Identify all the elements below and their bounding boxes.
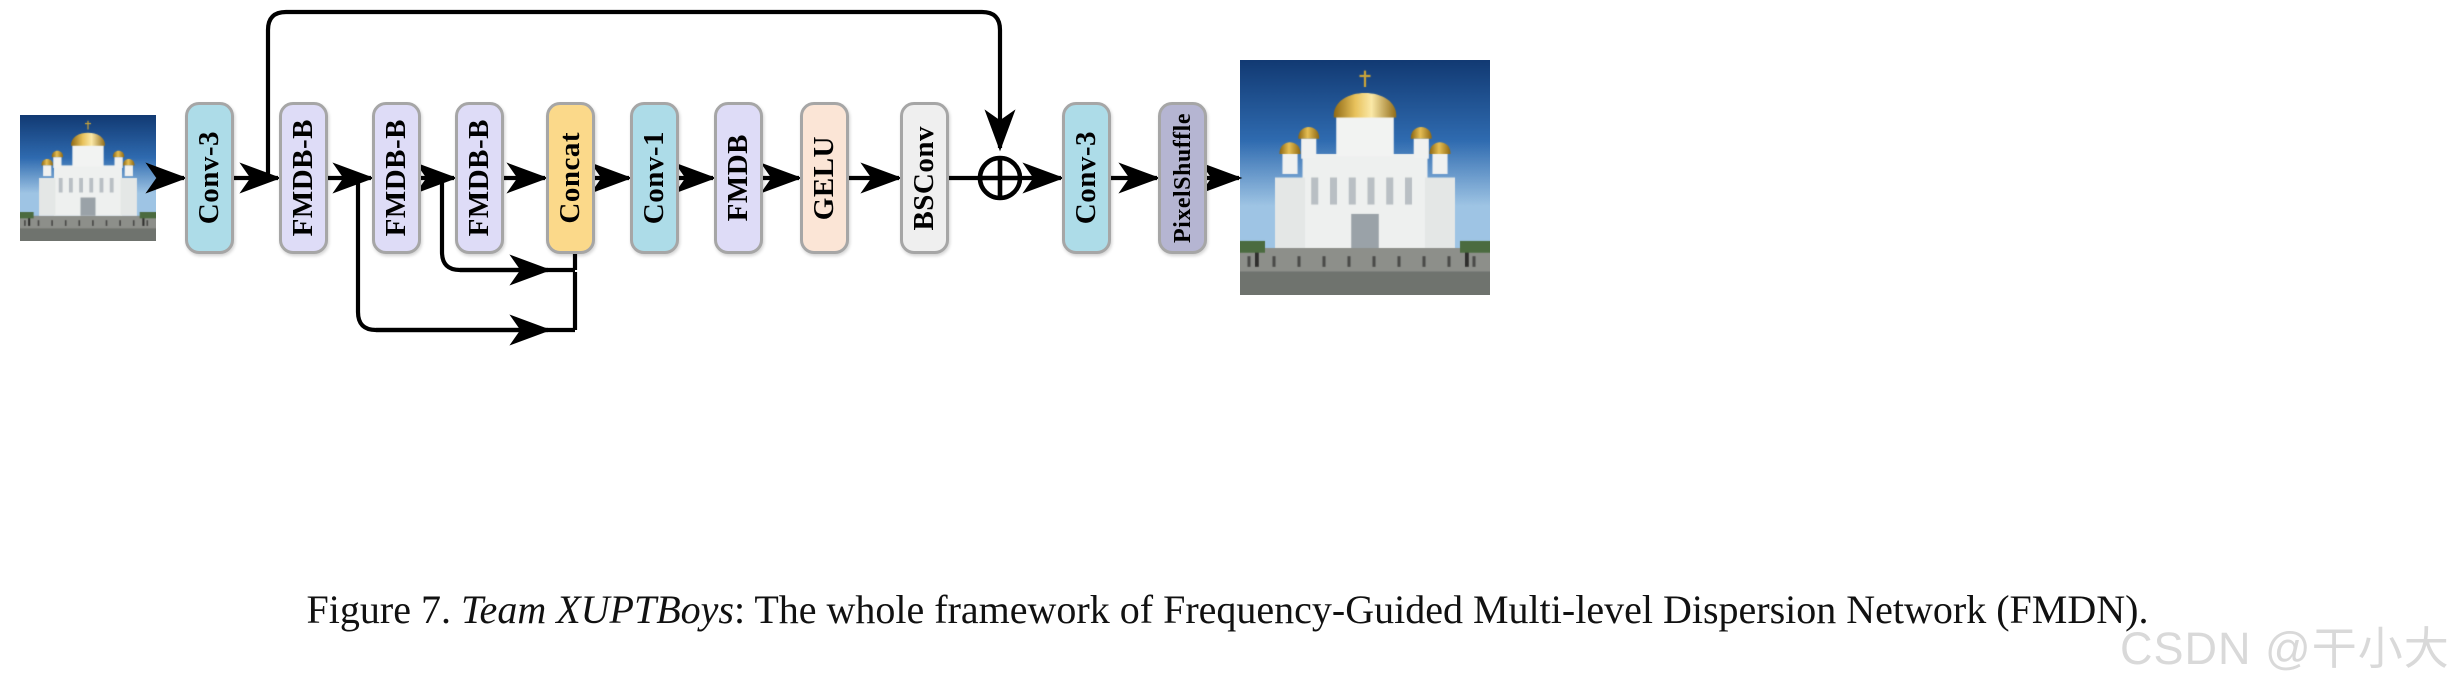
block-label: FMDB-B	[380, 119, 412, 237]
block-label: Conv-3	[193, 131, 225, 225]
block-label: Conv-3	[1070, 131, 1102, 225]
block-pixelshuffle: PixelShuffle	[1158, 102, 1207, 254]
block-gelu: GELU	[800, 102, 849, 254]
block-label: Conv-1	[638, 131, 670, 225]
block-label: Concat	[554, 132, 586, 224]
output-image	[1240, 60, 1490, 295]
block-label: GELU	[808, 135, 840, 221]
block-bsconv: BSConv	[900, 102, 949, 254]
block-label: FMDB	[722, 134, 754, 222]
block-label: FMDB-B	[287, 119, 319, 237]
block-label: PixelShuffle	[1169, 113, 1196, 243]
block-conv3-tail: Conv-3	[1062, 102, 1111, 254]
block-fmdb-b-2: FMDB-B	[372, 102, 421, 254]
block-fmdb: FMDB	[714, 102, 763, 254]
input-image	[20, 115, 156, 241]
caption-rest: : The whole framework of Frequency-Guide…	[733, 587, 2149, 632]
caption-prefix: Figure 7.	[306, 587, 461, 632]
caption-team: Team XUPTBoys	[460, 587, 734, 632]
block-fmdb-b-1: FMDB-B	[279, 102, 328, 254]
block-label: BSConv	[908, 125, 940, 231]
block-fmdb-b-3: FMDB-B	[455, 102, 504, 254]
block-conv3-head: Conv-3	[185, 102, 234, 254]
block-conv1: Conv-1	[630, 102, 679, 254]
add-node	[977, 155, 1023, 201]
block-label: FMDB-B	[463, 119, 495, 237]
block-concat: Concat	[546, 102, 595, 254]
figure-caption: Figure 7. Team XUPTBoys: The whole frame…	[0, 586, 2455, 633]
